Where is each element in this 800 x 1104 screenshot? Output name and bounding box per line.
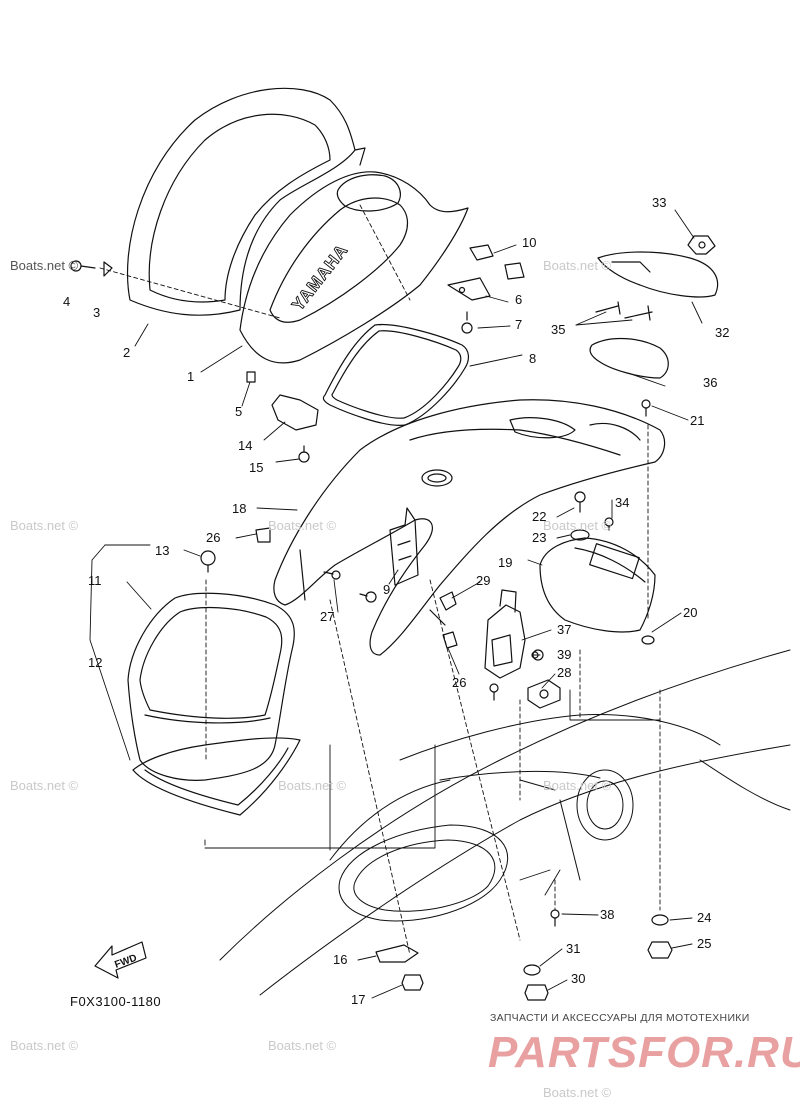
hull-outline — [219, 649, 791, 996]
callout-3: 3 — [93, 305, 101, 320]
callout-8: 8 — [529, 351, 537, 366]
callout-26a: 26 — [206, 530, 221, 545]
figure-code: F0X3100-1180 — [70, 994, 162, 1009]
holder-part-6 — [447, 277, 491, 301]
callout-36: 36 — [703, 375, 718, 390]
callout-26b: 26 — [452, 675, 467, 690]
watermark: Boats.net © — [10, 778, 79, 793]
callout-10: 10 — [522, 235, 537, 250]
fwd-label: FWD — [113, 953, 138, 971]
hood-cover-part-2 — [127, 87, 366, 316]
mount-part-14 — [271, 394, 319, 431]
callout-leaders — [126, 209, 703, 999]
watermark: Boats.net © — [543, 258, 612, 273]
callout-14: 14 — [238, 438, 253, 453]
callout-34: 34 — [615, 495, 630, 510]
fasteners — [70, 260, 673, 1001]
callout-1: 1 — [187, 369, 195, 384]
callout-38: 38 — [600, 907, 615, 922]
callout-37: 37 — [557, 622, 572, 637]
callout-19: 19 — [498, 555, 513, 570]
storage-bucket-part-11 — [127, 592, 295, 781]
assembly-lines — [99, 204, 661, 956]
watermark: Boats.net © — [543, 778, 612, 793]
leader-lines — [89, 544, 661, 896]
pins-part-35 — [595, 301, 653, 321]
deck-frame-part-18 — [273, 399, 666, 656]
callout-28: 28 — [557, 665, 572, 680]
callout-24: 24 — [697, 910, 712, 925]
callout-31: 31 — [566, 941, 581, 956]
bracket-part-9 — [389, 507, 419, 586]
callout-15: 15 — [249, 460, 264, 475]
callout-23: 23 — [532, 530, 547, 545]
watermark: Boats.net © — [543, 518, 612, 533]
callout-18: 18 — [232, 501, 247, 516]
watermark: Boats.net © — [268, 1038, 337, 1053]
callout-7: 7 — [515, 317, 523, 332]
watermark: Boats.net © — [278, 778, 347, 793]
callout-39: 39 — [557, 647, 572, 662]
watermark: Boats.net © — [10, 258, 79, 273]
fwd-arrow — [94, 941, 147, 979]
callout-5: 5 — [235, 404, 243, 419]
callout-6: 6 — [515, 292, 523, 307]
gasket-part-8 — [322, 323, 469, 426]
watermark: Boats.net © — [268, 518, 337, 533]
light-box-part-19 — [539, 537, 656, 633]
callout-33: 33 — [652, 195, 667, 210]
bucket-gasket-part-12 — [132, 737, 301, 816]
callout-4: 4 — [63, 294, 71, 309]
brand-caption: ЗАПЧАСТИ И АКСЕССУАРЫ ДЛЯ МОТОТЕХНИКИ — [490, 1012, 750, 1024]
plate-part-28 — [527, 679, 561, 709]
callout-25: 25 — [697, 936, 712, 951]
hood-part-1 — [239, 171, 469, 364]
watermark: Boats.net © — [10, 518, 79, 533]
callout-13: 13 — [155, 543, 170, 558]
callout-32: 32 — [715, 325, 730, 340]
callout-27: 27 — [320, 609, 335, 624]
callout-35: 35 — [551, 322, 566, 337]
callout-2: 2 — [123, 345, 131, 360]
callout-17: 17 — [351, 992, 366, 1007]
callout-20: 20 — [683, 605, 698, 620]
brand-logo: PARTSFOR.RU — [488, 1028, 800, 1077]
clip-part-33 — [687, 235, 716, 255]
caps-part-10 — [469, 244, 525, 280]
callout-9: 9 — [383, 582, 391, 597]
yamaha-lettering: YAMAHA — [288, 240, 352, 314]
callout-22: 22 — [532, 509, 547, 524]
callout-16: 16 — [333, 952, 348, 967]
watermark: Boats.net © — [10, 1038, 79, 1053]
callout-30: 30 — [571, 971, 586, 986]
callout-11: 11 — [88, 573, 102, 588]
watermark: Boats.net © — [543, 1085, 612, 1100]
callout-29: 29 — [476, 573, 491, 588]
callout-12: 12 — [88, 655, 103, 670]
callout-21: 21 — [690, 413, 705, 428]
pad-part-36 — [589, 337, 669, 379]
latch-part-37 — [484, 589, 526, 679]
cover-part-32 — [597, 251, 719, 298]
